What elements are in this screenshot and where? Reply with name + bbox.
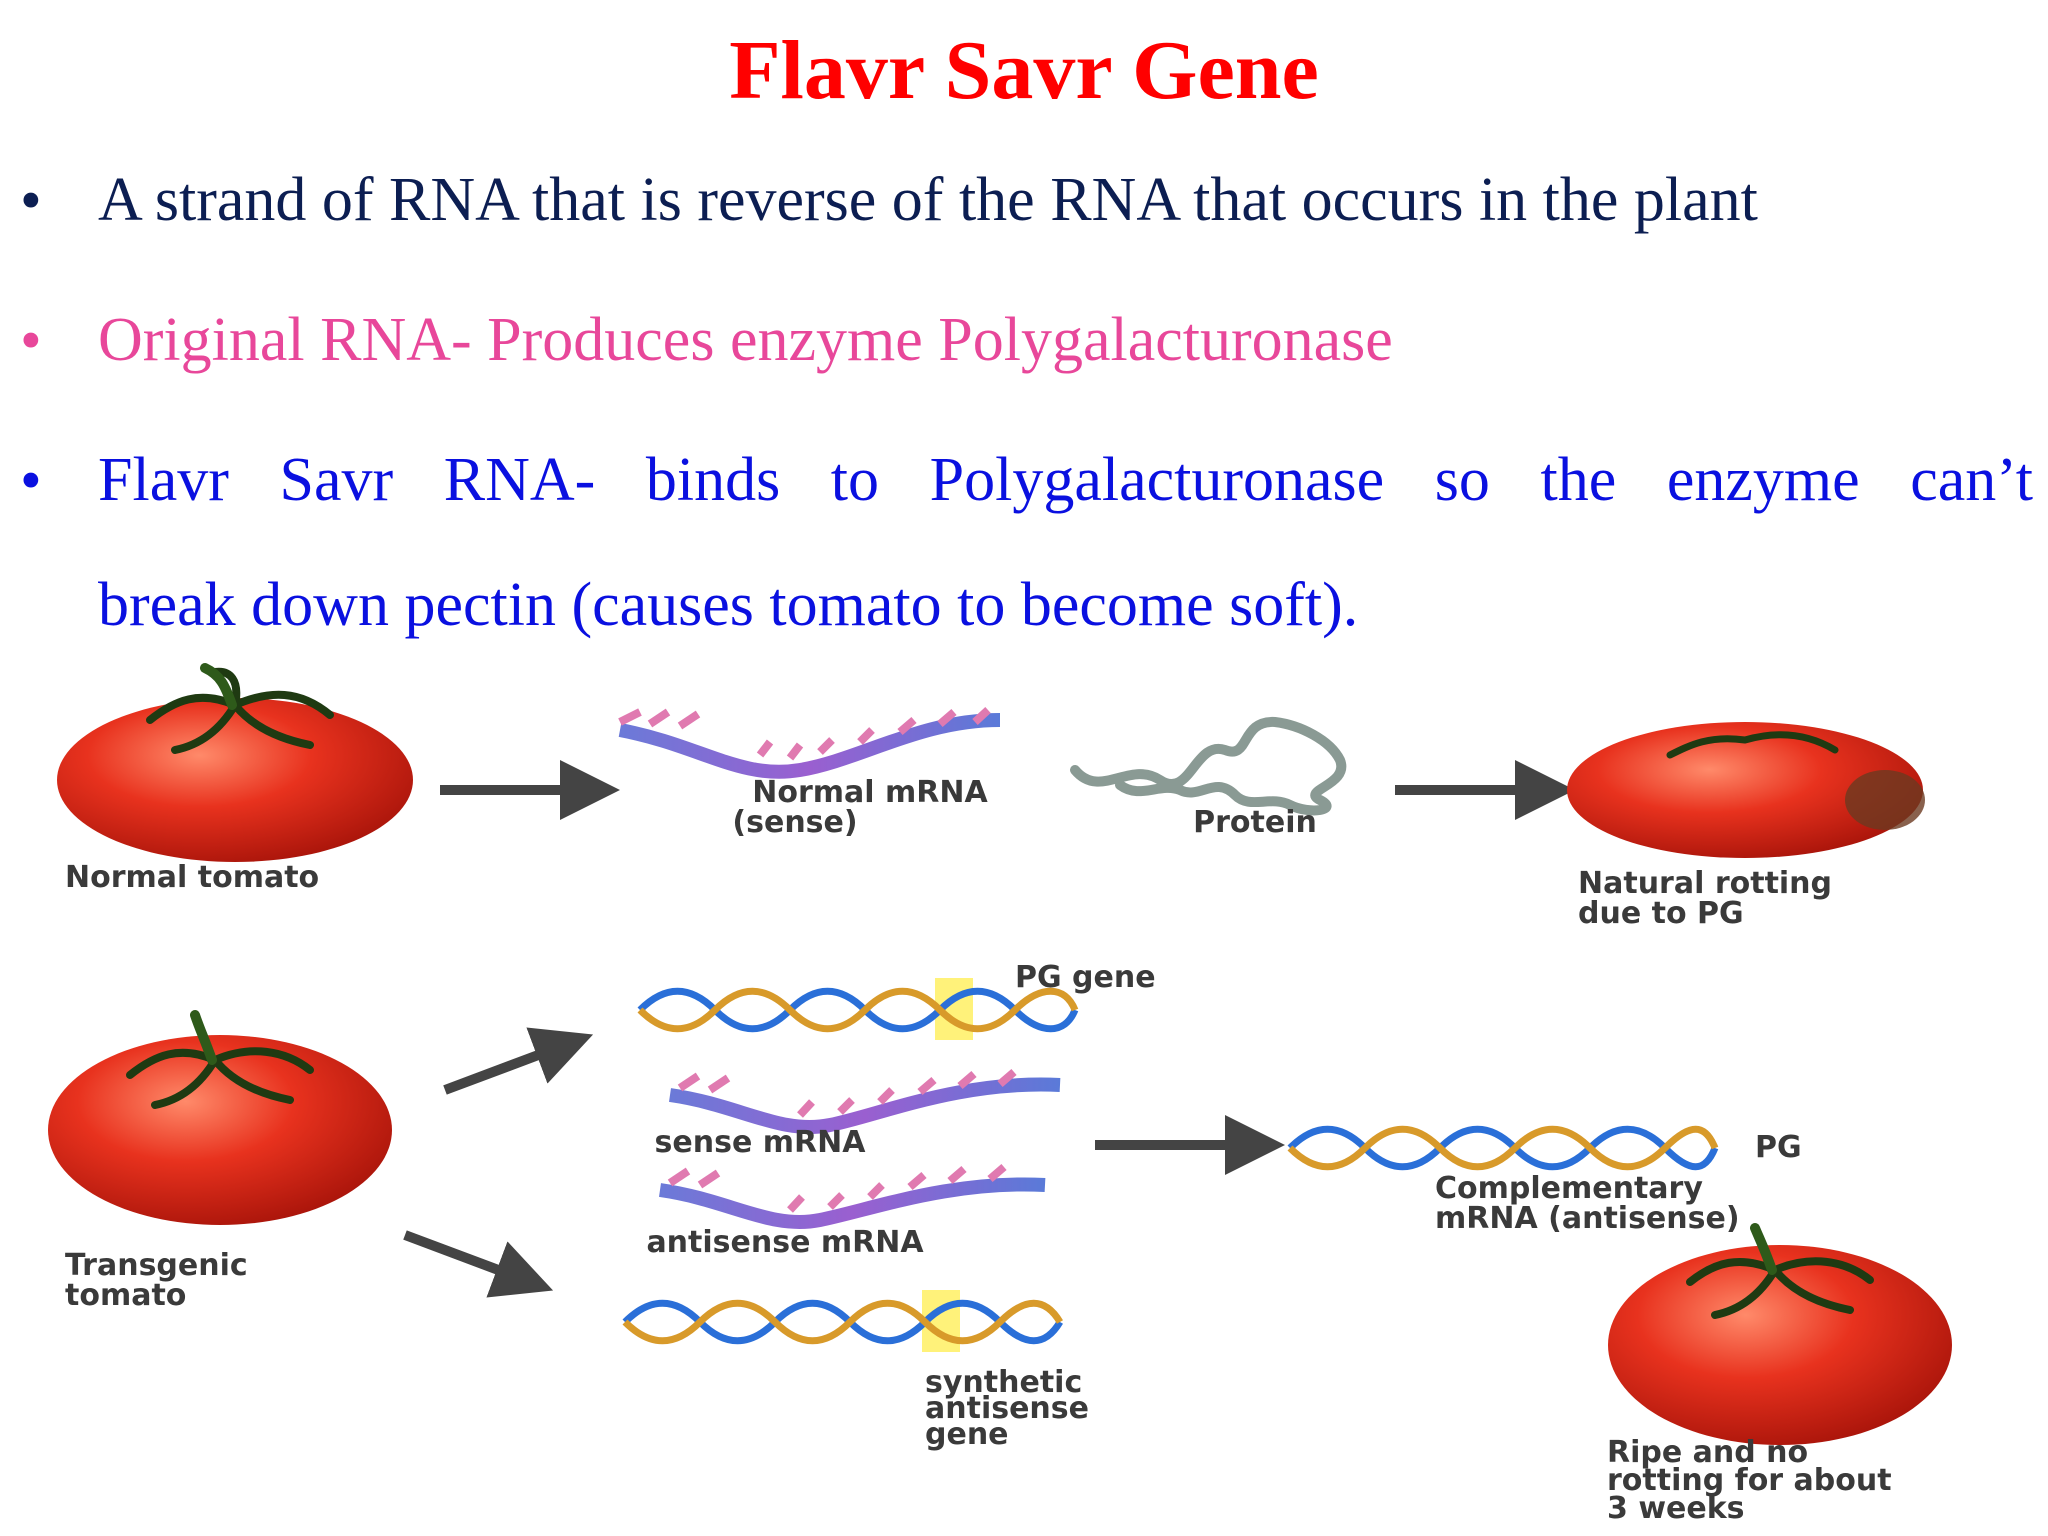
synthetic-label-2: antisense	[925, 1391, 1089, 1426]
normal-tomato-label: Normal tomato	[65, 860, 319, 895]
pg-gene-label: PG gene	[1015, 960, 1156, 995]
complementary-label-2: mRNA (antisense)	[1435, 1201, 1740, 1236]
bullet-marker-1: •	[20, 167, 42, 235]
protein-image	[1070, 717, 1347, 816]
ripe-tomato-image	[1608, 1223, 1952, 1445]
ripe-label-1: Ripe and no	[1607, 1435, 1808, 1470]
bullet-marker-3: •	[20, 447, 42, 515]
complementary-mrna-image	[1287, 1125, 1719, 1171]
natural-rotting-label-1: Natural rotting	[1578, 866, 1832, 901]
natural-rotting-label-2: due to PG	[1578, 896, 1744, 931]
normal-tomato-image	[57, 663, 413, 862]
complementary-label-1: Complementary	[1435, 1171, 1703, 1206]
ripe-label-3: 3 weeks	[1607, 1491, 1745, 1526]
arrow-transgenic-down	[403, 1230, 554, 1298]
ripe-label-2: rotting for about	[1607, 1463, 1892, 1498]
sense-mrna-image	[669, 1068, 1061, 1135]
antisense-mrna-label: antisense mRNA	[646, 1225, 924, 1260]
bullet-text-2: Original RNA- Produces enzyme Polygalact…	[98, 306, 1393, 374]
synthetic-label-1: synthetic	[925, 1365, 1082, 1400]
antisense-mrna-image	[659, 1163, 1046, 1230]
normal-mrna-label-1: Normal mRNA	[752, 775, 988, 810]
sense-mrna-label: sense mRNA	[655, 1125, 867, 1160]
pg-label: PG	[1755, 1130, 1802, 1165]
synthetic-label-3: gene	[925, 1417, 1009, 1452]
slide-title: Flavr Savr Gene	[729, 24, 1319, 117]
normal-mrna-label-2: (sense)	[732, 805, 857, 840]
transgenic-label-2: tomato	[65, 1278, 186, 1313]
arrow-transgenic-up	[443, 1027, 594, 1095]
transgenic-label-1: Transgenic	[65, 1248, 248, 1283]
rotting-tomato-image	[1567, 722, 1925, 858]
synthetic-antisense-gene-image	[622, 1290, 1064, 1352]
bullet-marker-2: •	[20, 307, 42, 375]
pg-gene-dna-image	[637, 978, 1079, 1040]
normal-mrna-image	[618, 707, 1001, 779]
protein-label: Protein	[1193, 805, 1317, 840]
transgenic-tomato-image	[48, 1010, 392, 1225]
bullet-text-1: A strand of RNA that is reverse of the R…	[98, 166, 1758, 234]
bullet-text-3-line-2: break down pectin (causes tomato to beco…	[98, 571, 1359, 639]
bullet-text-3-line-1: Flavr Savr RNA- binds to Polygalacturona…	[98, 446, 2033, 514]
